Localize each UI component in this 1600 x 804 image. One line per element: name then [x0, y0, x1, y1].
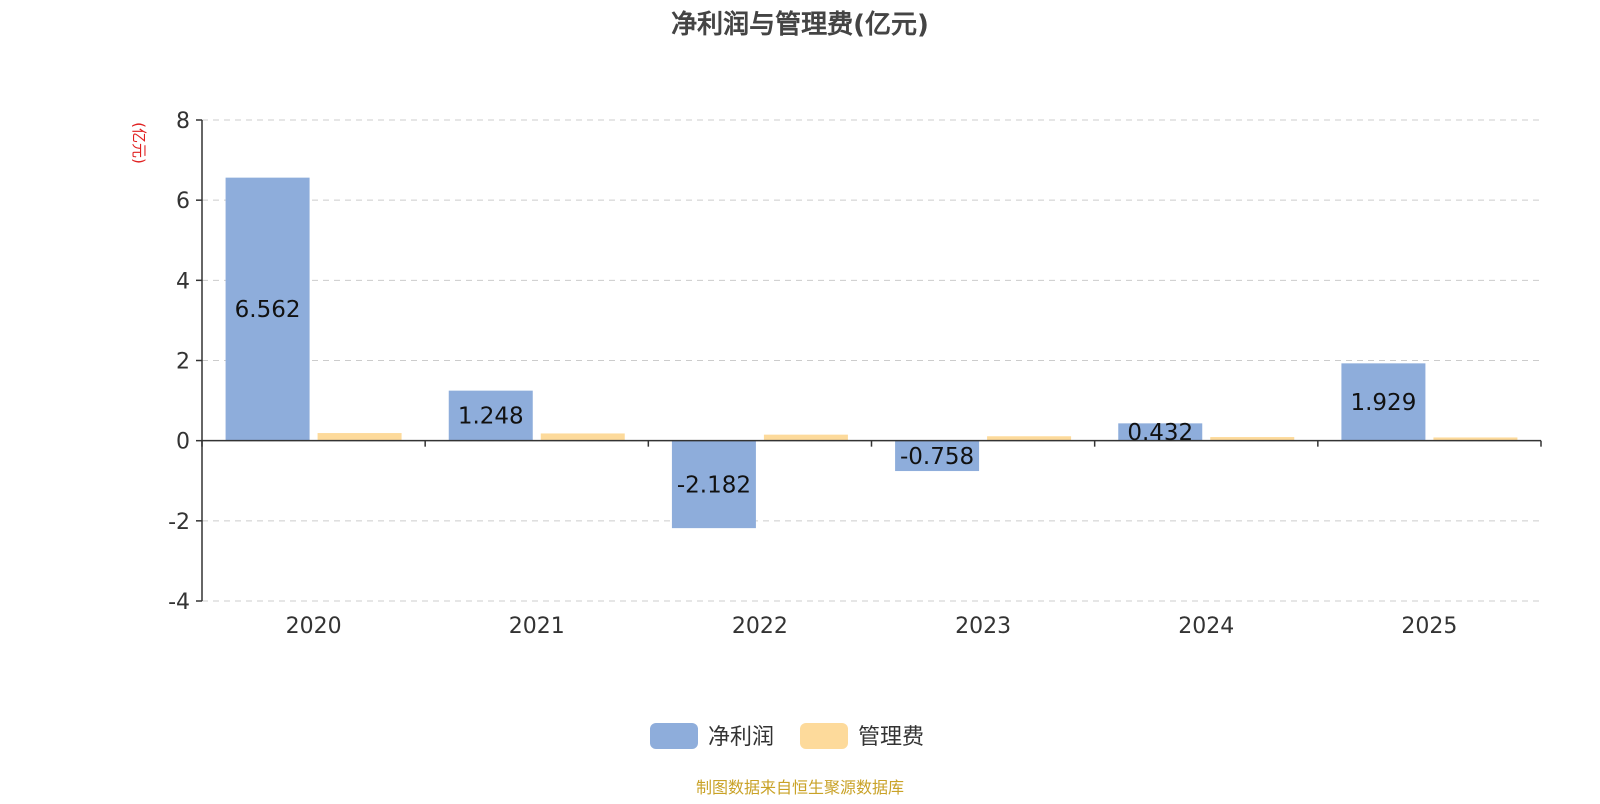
y-tick-label: -4	[168, 590, 190, 615]
bar-净利润-2020	[225, 177, 310, 441]
y-tick-label: 4	[176, 269, 190, 294]
data-label: -0.758	[900, 444, 974, 470]
legend-label: 净利润	[708, 725, 774, 750]
x-tick-label: 2022	[732, 614, 788, 639]
y-tick-label: 6	[176, 189, 190, 214]
legend: 净利润 管理费	[650, 723, 924, 750]
bar-净利润-2023	[895, 440, 980, 472]
bar-净利润-2022	[671, 440, 756, 529]
bar-管理费-2023	[987, 436, 1072, 441]
bar-管理费-2025	[1433, 437, 1518, 441]
y-tick-label: 8	[176, 109, 190, 134]
data-label: -2.182	[677, 472, 751, 498]
y-axis-label: (亿元)	[130, 122, 148, 164]
bar-净利润-2021	[448, 390, 533, 441]
bar-净利润-2025	[1341, 363, 1426, 441]
data-label: 1.929	[1350, 390, 1416, 416]
x-tick-label: 2021	[509, 614, 565, 639]
bar-净利润-2024	[1118, 423, 1203, 441]
data-label: 0.432	[1127, 420, 1193, 446]
chart-title: 净利润与管理费(亿元)	[671, 9, 929, 40]
bar-管理费-2024	[1210, 437, 1295, 441]
y-tick-label: 2	[176, 350, 190, 375]
x-tick-label: 2020	[286, 614, 342, 639]
x-tick-label: 2024	[1178, 614, 1234, 639]
grid-lines	[202, 119, 1541, 602]
legend-label: 管理费	[858, 725, 924, 750]
y-tick-label: -2	[168, 510, 190, 535]
data-label: 1.248	[458, 404, 524, 430]
bar-管理费-2022	[763, 434, 848, 441]
data-labels: 6.562 1.248 -2.182 -0.758 0.432 1.929	[235, 297, 1417, 498]
bar-管理费-2020	[317, 433, 402, 441]
x-tick-label: 2023	[955, 614, 1011, 639]
axes: -4 -2 0 2 4 6 8 2020 2021 2022 2023 2024 2025	[168, 109, 1542, 639]
source-note: 制图数据来自恒生聚源数据库	[696, 778, 904, 797]
data-label: 6.562	[235, 297, 301, 323]
bars	[225, 177, 1518, 529]
x-tick-label: 2025	[1401, 614, 1457, 639]
bar-管理费-2021	[540, 433, 625, 441]
legend-swatch	[800, 723, 848, 749]
legend-swatch	[650, 723, 698, 749]
y-tick-label: 0	[176, 430, 190, 455]
